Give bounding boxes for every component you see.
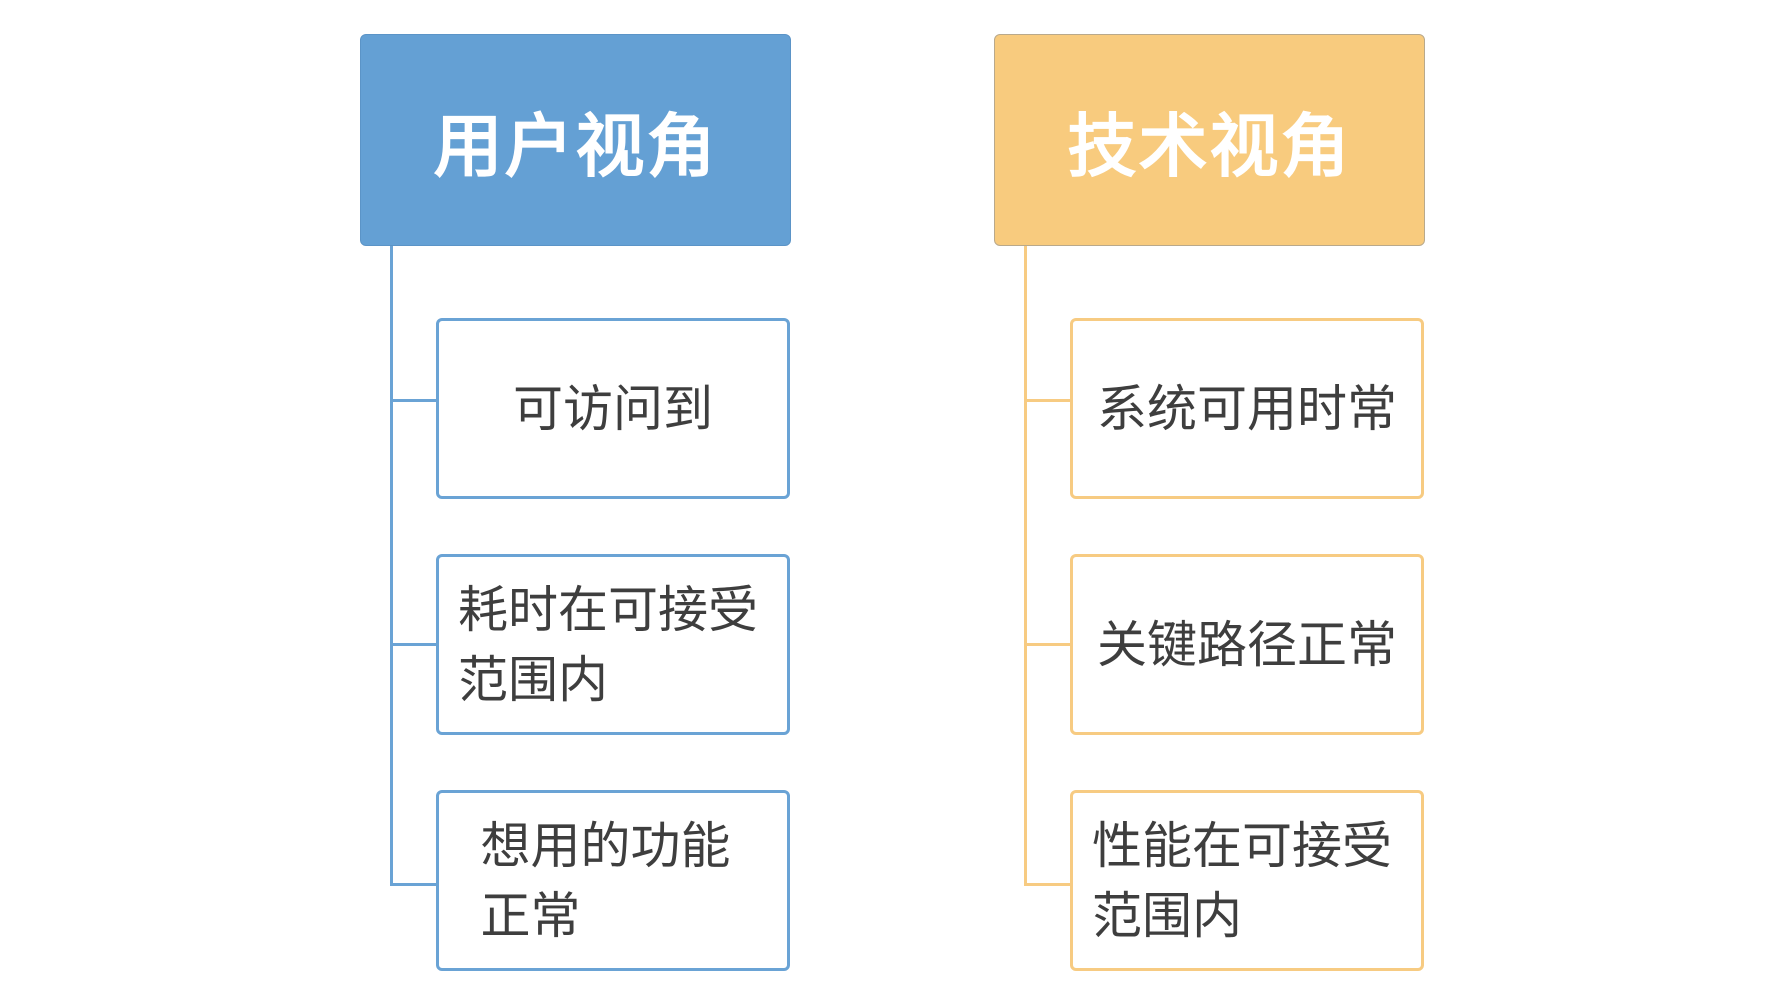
user-perspective-title: 用户视角 [433,108,718,185]
tech-item-critical-path: 关键路径正常 [1070,554,1424,735]
user-item-latency: 耗时在可接受范围内 [436,554,790,735]
user-connector-branch-3 [390,883,436,886]
user-connector-branch-2 [390,643,436,646]
tech-connector-branch-3 [1024,883,1070,886]
tech-item-performance: 性能在可接受范围内 [1070,790,1424,971]
user-perspective-header: 用户视角 [360,34,791,246]
tech-item-label: 关键路径正常 [1097,616,1397,673]
tech-connector-trunk [1024,246,1027,886]
user-connector-branch-1 [390,399,436,402]
user-item-function: 想用的功能正常 [436,790,790,971]
tech-item-label: 系统可用时常 [1097,380,1397,437]
tech-connector-branch-2 [1024,643,1070,646]
user-item-label: 可访问到 [513,380,713,437]
tech-perspective-title: 技术视角 [1067,108,1352,185]
user-item-label: 想用的功能正常 [480,817,731,944]
tech-item-uptime: 系统可用时常 [1070,318,1424,499]
user-item-accessible: 可访问到 [436,318,790,499]
tech-item-label: 性能在可接受范围内 [1092,817,1392,944]
tech-connector-branch-1 [1024,399,1070,402]
user-connector-trunk [390,246,393,886]
user-item-label: 耗时在可接受范围内 [458,581,758,708]
tech-perspective-header: 技术视角 [994,34,1425,246]
